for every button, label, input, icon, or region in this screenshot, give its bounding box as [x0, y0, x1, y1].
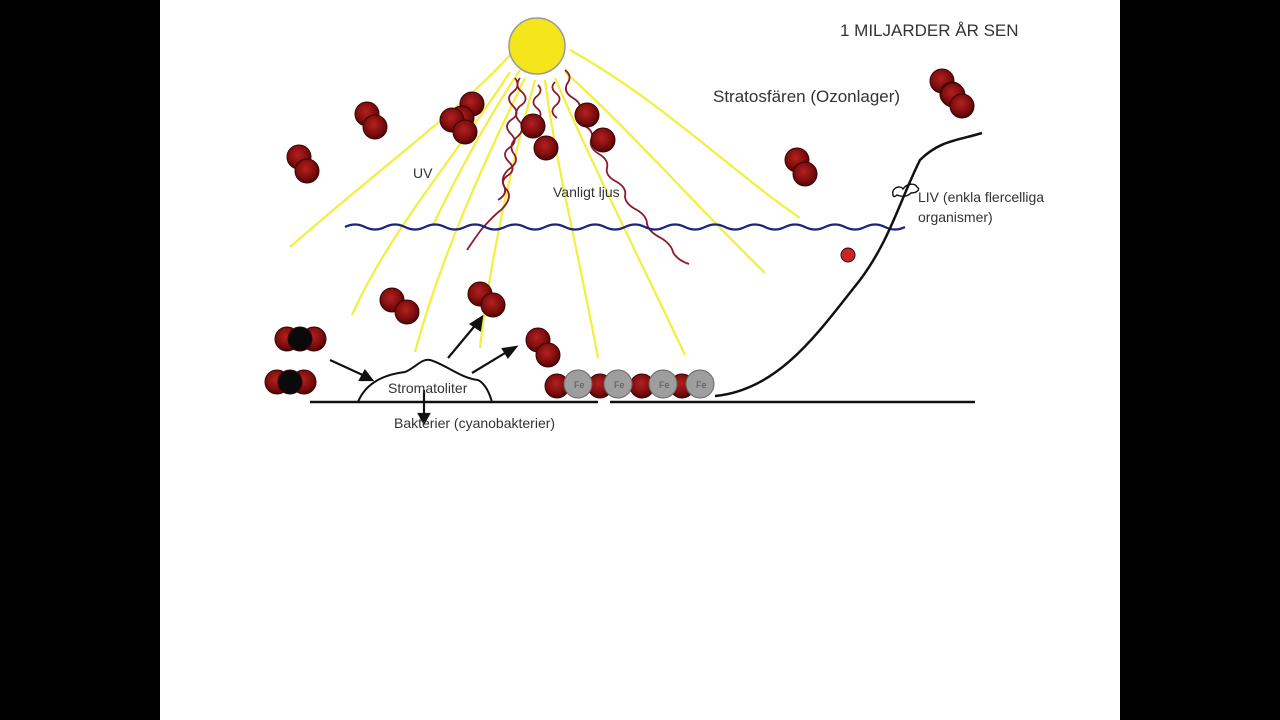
label-bacteria: Bakterier (cyanobakterier)	[394, 415, 556, 431]
iron-label: Fe	[696, 380, 707, 390]
label-normal-light: Vanligt ljus	[553, 184, 620, 200]
label-uv: UV	[413, 165, 433, 181]
sea-floor	[310, 131, 983, 404]
oxygen-molecules	[264, 68, 975, 395]
diagram-drawing: Fe Fe Fe Fe	[264, 17, 983, 426]
oxygen-molecule	[286, 144, 320, 184]
label-stromatolites: Stromatoliter	[388, 380, 468, 396]
iron-atom: Fe	[685, 369, 715, 399]
organism-icon	[892, 183, 920, 198]
label-life-line1: LIV (enkla flercelliga	[918, 189, 1045, 205]
oxygen-molecule	[354, 101, 388, 140]
diagram-title: 1 MILJARDER ÅR SEN	[840, 21, 1019, 40]
arrows	[329, 314, 519, 426]
oxygen-molecule	[520, 113, 559, 161]
light-rays	[289, 49, 801, 359]
sun	[508, 17, 566, 75]
iron-particles: Fe Fe Fe Fe	[544, 369, 715, 399]
oxygen-molecule	[379, 287, 420, 325]
oxygen-atom	[840, 247, 856, 263]
label-stratosphere: Stratosfären (Ozonlager)	[713, 87, 901, 106]
oxygen-molecule	[574, 102, 616, 153]
iron-atom: Fe	[603, 369, 633, 399]
oxygen-molecule	[784, 147, 818, 187]
oxygen-carbon-molecule	[264, 369, 317, 395]
water-surface	[344, 223, 906, 231]
label-life-line2: organismer)	[918, 209, 993, 225]
oxygen-molecule	[940, 82, 975, 119]
iron-atom: Fe	[648, 369, 678, 399]
oxygen-molecule	[467, 281, 506, 318]
iron-atom: Fe	[563, 369, 593, 399]
uv-rays	[466, 69, 690, 265]
oxygen-molecule	[525, 327, 561, 368]
diagram-canvas: Fe Fe Fe Fe 1 MILJARDER ÅR SEN Stratosfären…	[160, 0, 1120, 720]
stromatolite-mound	[357, 358, 493, 403]
iron-label: Fe	[614, 380, 625, 390]
iron-label: Fe	[574, 380, 585, 390]
iron-label: Fe	[659, 380, 670, 390]
oxygen-molecule	[439, 107, 478, 145]
oxygen-carbon-molecule	[274, 326, 327, 352]
